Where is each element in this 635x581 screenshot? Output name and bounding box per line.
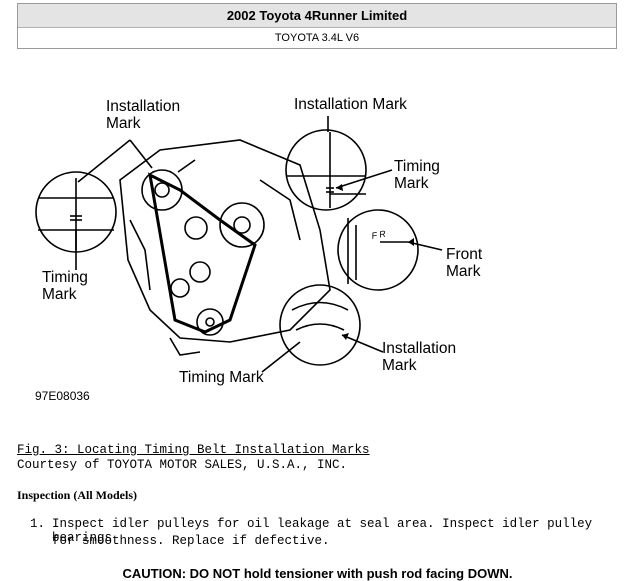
figure-courtesy: Courtesy of TOYOTA MOTOR SALES, U.S.A., …	[17, 458, 348, 472]
detail-circle-top	[285, 129, 367, 211]
section-heading: Inspection (All Models)	[17, 488, 137, 502]
list-item-number: 1.	[30, 517, 46, 531]
label-installation-mark-top: Installation Mark	[294, 96, 407, 113]
label-line: Mark	[446, 263, 481, 280]
label-installation-mark-bottom: Installation Mark	[382, 340, 456, 374]
vehicle-title: 2002 Toyota 4Runner Limited	[18, 4, 616, 28]
label-line: Mark	[382, 357, 417, 374]
detail-circle-front	[337, 209, 419, 291]
cam-pulley-left	[141, 169, 183, 211]
label-installation-mark-left: Installation Mark	[106, 98, 180, 132]
label-line: Mark	[42, 286, 77, 303]
label-timing-mark-right: Timing Mark	[394, 158, 440, 192]
list-item-text: for smoothness. Replace if defective.	[52, 534, 330, 548]
document-header: 2002 Toyota 4Runner Limited TOYOTA 3.4L …	[17, 3, 617, 49]
engine-illustration: F R	[35, 116, 443, 373]
label-timing-mark-bottom: Timing Mark	[179, 369, 264, 386]
timing-belt	[148, 172, 257, 334]
label-front-mark: Front Mark	[446, 246, 482, 280]
label-line: Front	[446, 246, 483, 263]
idler-pulley-upper	[184, 216, 208, 240]
label-line: Timing	[394, 158, 440, 175]
list-item-text: Inspect idler pulleys for oil leakage at…	[52, 517, 593, 545]
idler-pulley-lower	[189, 261, 211, 283]
label-line: Installation	[106, 98, 181, 115]
figure-code: 97E08036	[35, 389, 90, 403]
label-line: Mark	[394, 175, 429, 192]
figure-caption-title: Fig. 3: Locating Timing Belt Installatio…	[17, 443, 370, 457]
label-timing-mark-left: Timing Mark	[42, 269, 88, 303]
label-line: Timing	[42, 269, 88, 286]
timing-belt-diagram: F R Installation Mark Installation Mark …	[0, 80, 635, 410]
crank-pulley	[196, 308, 224, 336]
detail-circle-bottom	[279, 284, 361, 366]
cam-pulley-right	[219, 202, 265, 248]
svg-text:F R: F R	[371, 229, 387, 241]
caution-note: CAUTION: DO NOT hold tensioner with push…	[122, 566, 513, 581]
label-line: Mark	[106, 115, 141, 132]
engine-subtitle: TOYOTA 3.4L V6	[274, 32, 360, 44]
label-line: Installation	[382, 340, 457, 357]
